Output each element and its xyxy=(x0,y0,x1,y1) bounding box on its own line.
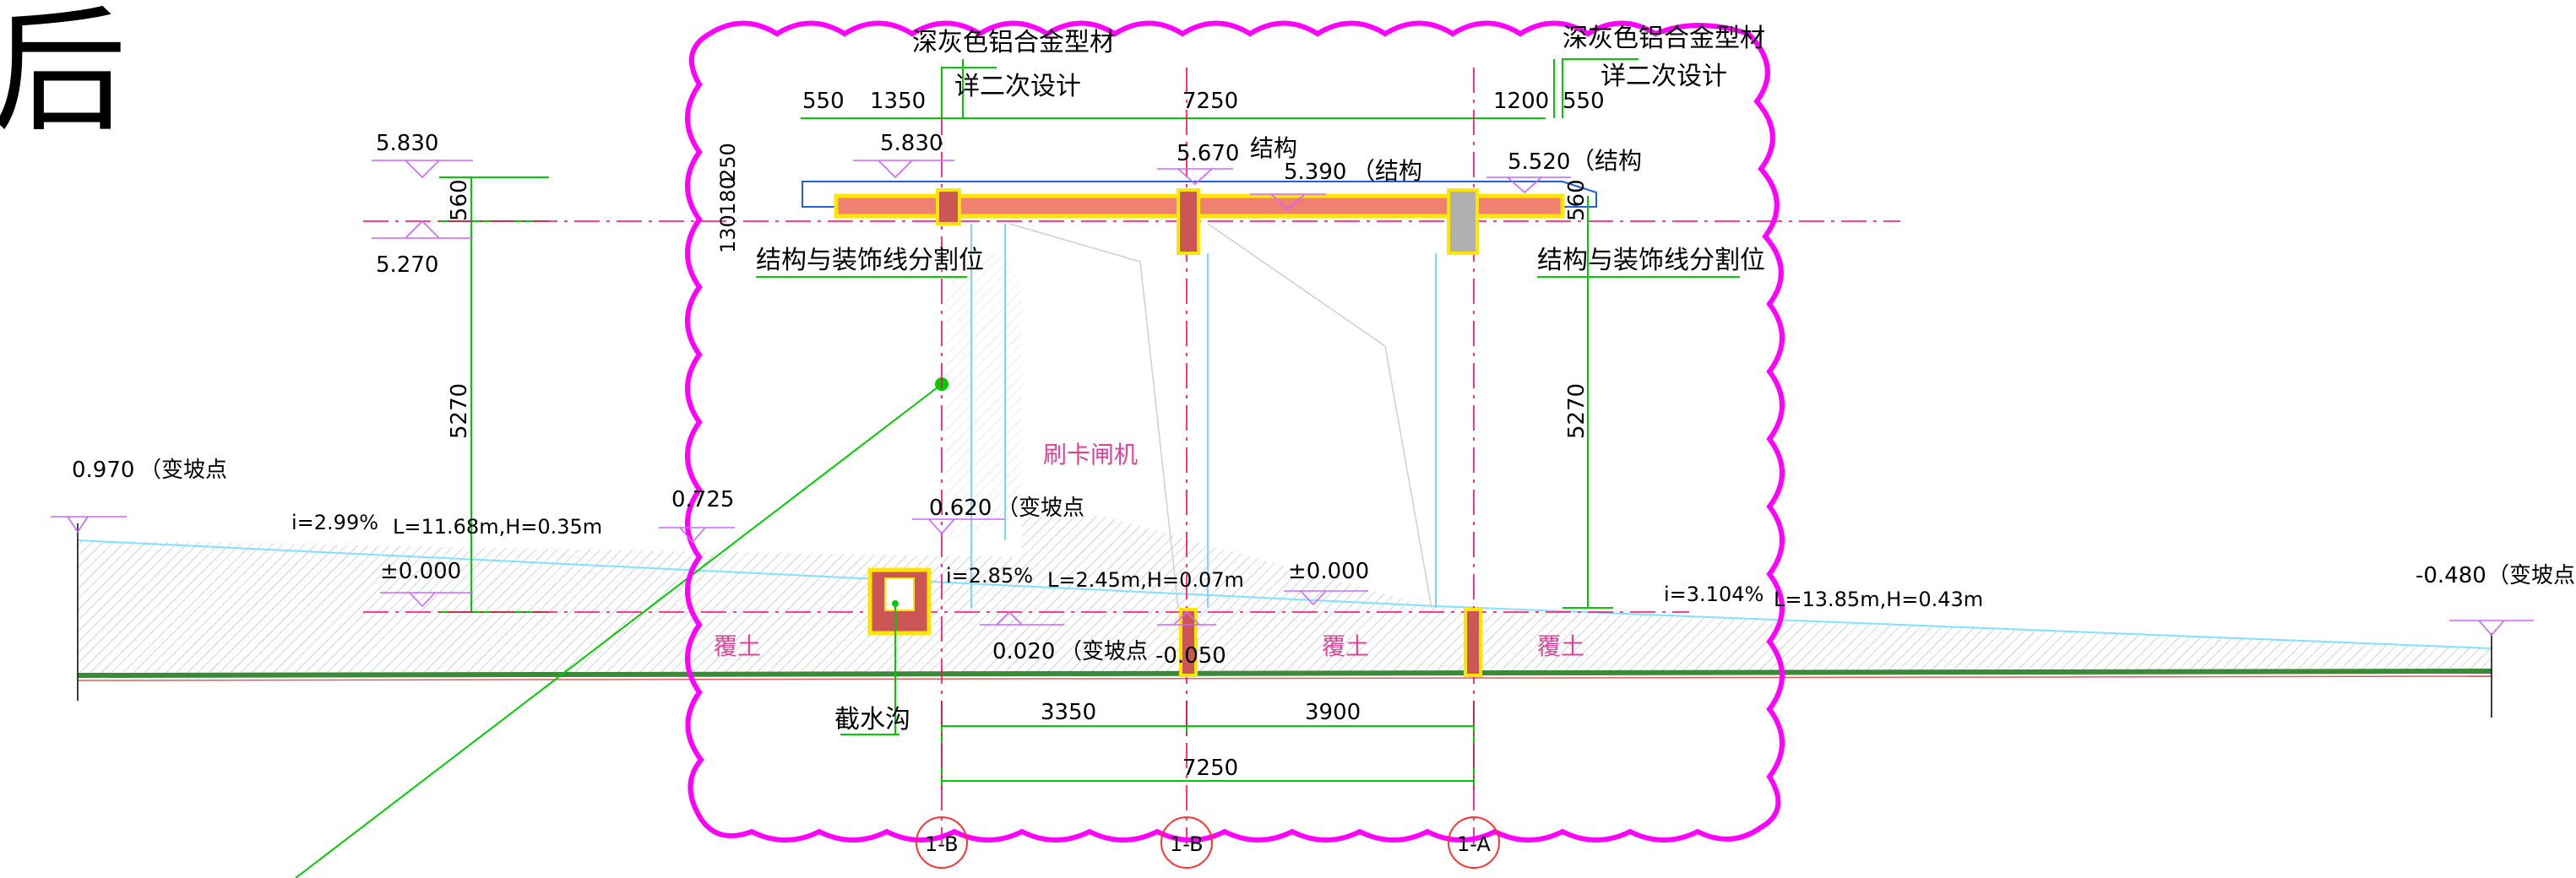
vdim-5270-left: 5270 xyxy=(447,383,472,439)
note-right-line1: 深灰色铝合金型材 xyxy=(1562,24,1765,53)
roof-slab xyxy=(802,181,1597,255)
cover-soil-3: 覆土 xyxy=(1537,632,1584,660)
slope-point-3: （变坡点 xyxy=(1060,639,1148,664)
split-label-right: 结构与装饰线分割位 xyxy=(1537,246,1765,275)
bottom-dim-total: 7250 xyxy=(1182,756,1238,781)
elev-0020: 0.020 xyxy=(992,639,1055,664)
bottom-dim-1: 3350 xyxy=(1041,700,1096,725)
elev-m0480: -0.480 xyxy=(2416,563,2486,588)
slope2-i: i=2.85% xyxy=(946,564,1033,588)
elev-m0050: -0.050 xyxy=(1155,643,1226,669)
split-label-left: 结构与装饰线分割位 xyxy=(756,246,984,275)
vdim-250: 250 xyxy=(716,143,740,182)
structure-paren-1: （结构 xyxy=(1351,157,1422,185)
slope-point-1: （变坡点 xyxy=(139,458,227,483)
elev-zero-left: ±0.000 xyxy=(380,559,461,584)
slope3-lh: L=13.85m,H=0.43m xyxy=(1774,588,1983,611)
revision-cloud xyxy=(685,20,1785,843)
slope2-lh: L=2.45m,H=0.07m xyxy=(1047,568,1244,592)
vdim-5270-right: 5270 xyxy=(1564,383,1590,439)
elev-0620: 0.620 xyxy=(929,496,992,521)
elev-zero-mid: ±0.000 xyxy=(1288,559,1369,584)
vdim-560-left: 560 xyxy=(447,179,472,221)
trench xyxy=(840,567,932,735)
soil-mass xyxy=(77,253,2492,718)
slope-point-4: （变坡点 xyxy=(2487,563,2575,588)
top-dim-4: 1200 xyxy=(1493,89,1549,114)
slope-point-2: （变坡点 xyxy=(997,496,1084,521)
slope3-i: i=3.104% xyxy=(1664,583,1764,606)
columns xyxy=(970,223,1482,677)
slope1-lh: L=11.68m,H=0.35m xyxy=(393,515,602,539)
slope1-i: i=2.99% xyxy=(291,511,378,534)
axis-label-1: 1-B xyxy=(925,832,959,856)
elev-0725: 0.725 xyxy=(671,487,734,512)
note-right-line2: 详二次设计 xyxy=(1600,62,1727,91)
elev-5830-mid: 5.830 xyxy=(880,131,943,156)
top-dim-5: 550 xyxy=(1562,89,1605,114)
elev-5270: 5.270 xyxy=(376,252,438,278)
partial-title: 后 xyxy=(0,0,127,150)
trench-label: 截水沟 xyxy=(834,705,910,734)
vdim-130: 130 xyxy=(716,214,740,253)
gate-label: 刷卡闸机 xyxy=(1043,441,1138,469)
note-left-line2: 详二次设计 xyxy=(954,72,1081,101)
elev-5520: 5.520 xyxy=(1508,149,1570,175)
axis-label-3: 1-A xyxy=(1457,832,1491,856)
cover-soil-1: 覆土 xyxy=(714,632,761,660)
axis-label-2: 1-B xyxy=(1170,832,1204,856)
axis-bubbles xyxy=(916,816,1500,869)
vdim-560-right: 560 xyxy=(1564,179,1590,221)
structure-paren-2: （结构 xyxy=(1571,147,1642,175)
bottom-dim-2: 3900 xyxy=(1305,700,1361,725)
elev-0970: 0.970 xyxy=(72,458,134,483)
elev-5390: 5.390 xyxy=(1284,160,1346,185)
top-dim-3: 7250 xyxy=(1182,89,1238,114)
top-dim-1: 550 xyxy=(802,89,845,114)
top-dim-2: 1350 xyxy=(870,89,926,114)
elev-5670: 5.670 xyxy=(1177,141,1239,166)
vdim-180: 180 xyxy=(716,176,740,215)
cover-soil-2: 覆土 xyxy=(1322,632,1369,660)
elevation-markers xyxy=(51,160,2534,637)
elev-5830-left: 5.830 xyxy=(376,131,438,156)
structure-label: 结构 xyxy=(1250,134,1297,162)
note-left-line1: 深灰色铝合金型材 xyxy=(912,28,1115,57)
leaders xyxy=(756,58,1740,278)
